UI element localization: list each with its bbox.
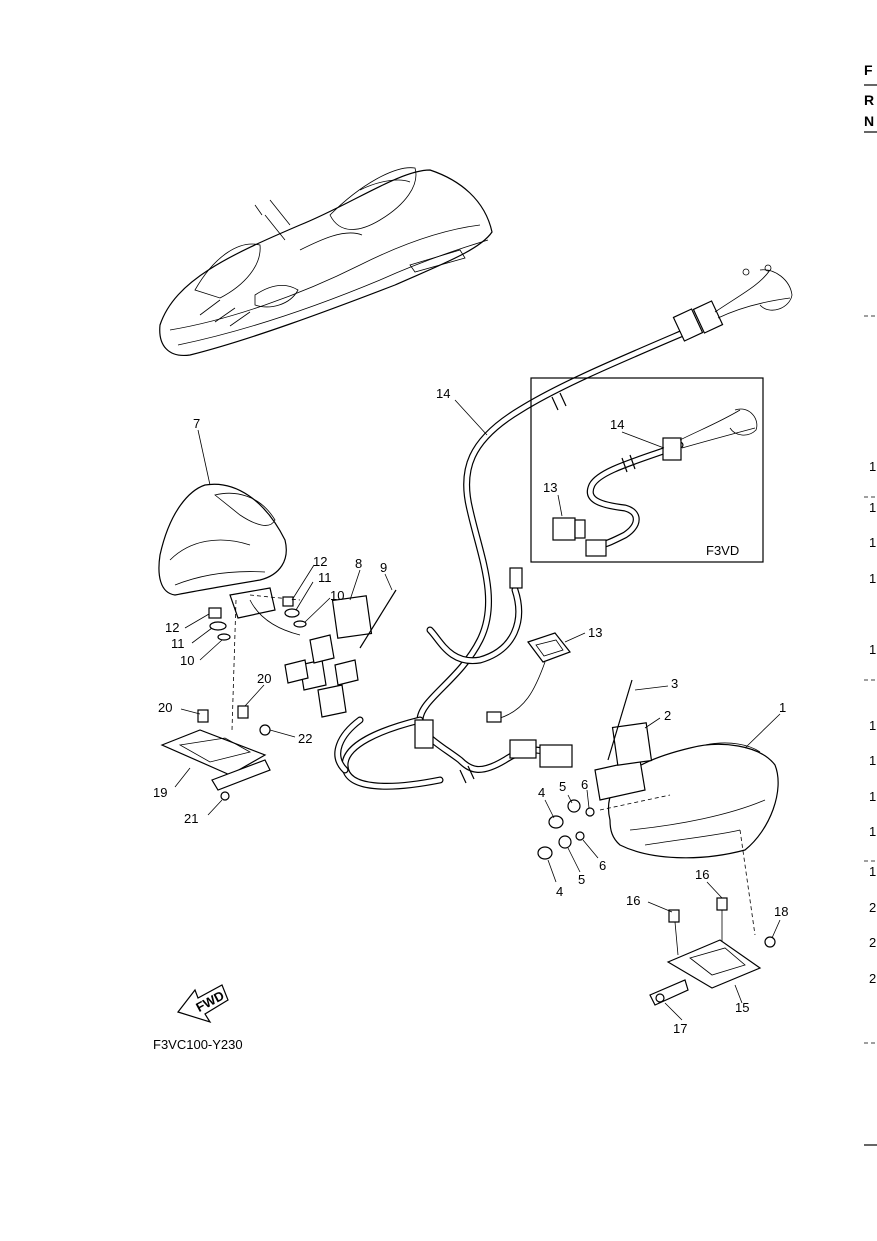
callout-14: 14	[610, 417, 624, 432]
inset-label: F3VD	[706, 543, 739, 558]
callout-18: 18	[774, 904, 788, 919]
callout-12: 12	[313, 554, 327, 569]
callout-9: 9	[380, 560, 387, 575]
margin-number: 1	[869, 459, 876, 474]
callout-20: 20	[158, 700, 172, 715]
leader-lines	[174, 399, 781, 1021]
margin-number: 1	[869, 789, 876, 804]
callout-15: 15	[735, 1000, 749, 1015]
callout-13: 13	[543, 480, 557, 495]
callout-4: 4	[556, 884, 563, 899]
callout-16: 16	[695, 867, 709, 882]
wiring-harness	[284, 264, 793, 790]
callout-1: 1	[779, 700, 786, 715]
edge-letter-f: F	[864, 62, 873, 78]
watercraft-illustration	[159, 167, 493, 356]
callout-2: 2	[664, 708, 671, 723]
right-light-assembly	[537, 679, 779, 936]
callout-6: 6	[599, 858, 606, 873]
inset-frame	[530, 377, 764, 563]
margin-number: 2	[869, 935, 876, 950]
callout-3: 3	[671, 676, 678, 691]
fwd-arrow: FWD	[176, 984, 229, 1024]
left-bracket-assembly	[160, 705, 271, 801]
callout-19: 19	[153, 785, 167, 800]
page-edge-header: F R N	[864, 62, 877, 133]
callout-20: 20	[257, 671, 271, 686]
callout-5: 5	[559, 779, 566, 794]
callout-13: 13	[588, 625, 602, 640]
callout-4: 4	[538, 785, 545, 800]
edge-letter-n: N	[864, 113, 874, 129]
callout-21: 21	[184, 811, 198, 826]
margin-number: 1	[869, 535, 876, 550]
callout-6: 6	[581, 777, 588, 792]
callout-11: 11	[171, 636, 185, 651]
callout-14: 14	[436, 386, 450, 401]
callout-22: 22	[298, 731, 312, 746]
margin-number: 1	[869, 500, 876, 515]
margin-number: 1	[869, 753, 876, 768]
callout-labels: 1 2 3 4 4 5 5 6 6 7 8 9 10 10 11 11 12 1…	[153, 386, 788, 1036]
margin-number: 2	[869, 971, 876, 986]
callout-16: 16	[626, 893, 640, 908]
callout-8: 8	[355, 556, 362, 571]
edge-letter-r: R	[864, 92, 874, 108]
callout-10: 10	[330, 588, 344, 603]
inset-f3vd: F3VD	[530, 377, 764, 563]
right-bracket-assembly	[649, 897, 776, 1006]
margin-number: 1	[869, 824, 876, 839]
switch-assembly	[486, 632, 571, 723]
callout-5: 5	[578, 872, 585, 887]
callout-10: 10	[180, 653, 194, 668]
diagram-code: F3VC100-Y230	[153, 1037, 243, 1052]
margin-numbers: 1 1 1 1 1 1 1 1 1 1 2 2 2	[869, 459, 876, 986]
callout-7: 7	[193, 416, 200, 431]
margin-number: 1	[869, 864, 876, 879]
right-margin-column: 1 1 1 1 1 1 1 1 1 1 2 2 2	[864, 315, 877, 1146]
margin-number: 2	[869, 900, 876, 915]
margin-number: 1	[869, 642, 876, 657]
callout-17: 17	[673, 1021, 687, 1036]
margin-number: 1	[869, 571, 876, 586]
callout-11: 11	[318, 570, 332, 585]
margin-number: 1	[869, 718, 876, 733]
left-light-assembly	[158, 483, 397, 731]
callout-12: 12	[165, 620, 179, 635]
